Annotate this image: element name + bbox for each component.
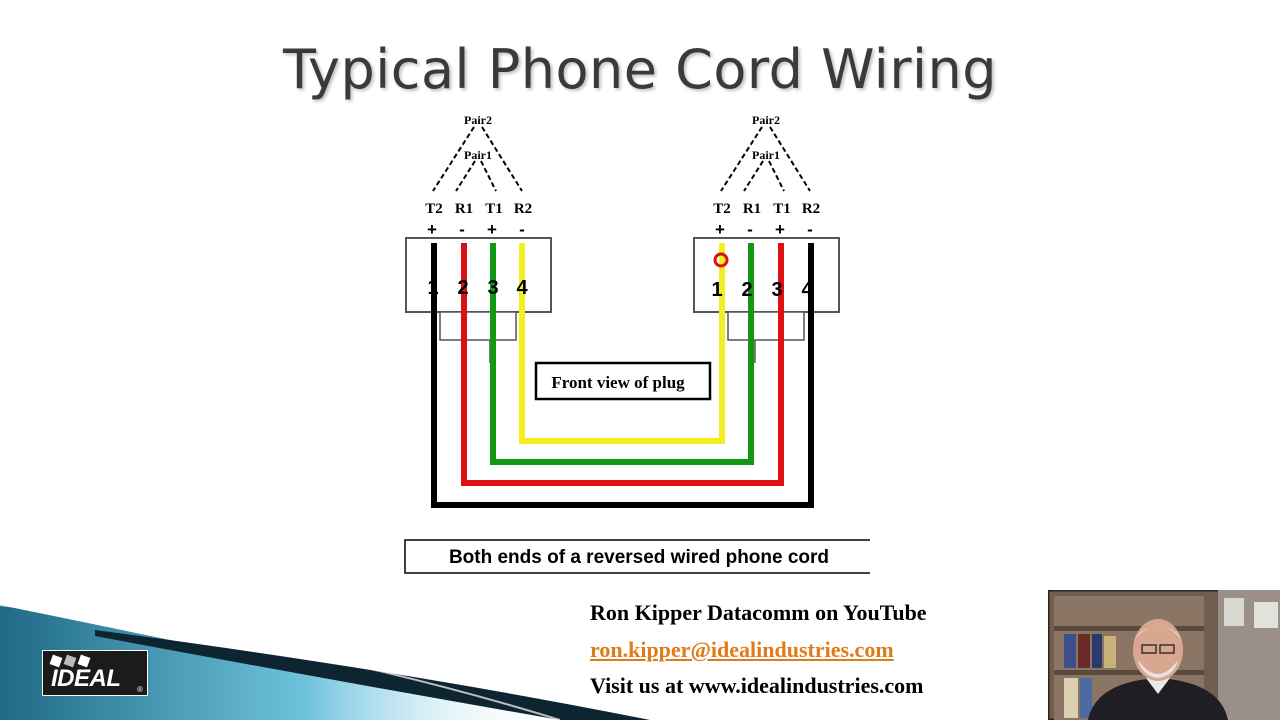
left-plug-tab (439, 311, 517, 341)
left-tree-line (432, 126, 475, 192)
right-tree-line (768, 160, 785, 192)
right-polarity: - (807, 220, 813, 239)
right-tree-line (769, 126, 811, 192)
right-pin-name: T2 (713, 201, 731, 217)
left-pin-number: 3 (487, 277, 498, 299)
left-polarity: - (519, 220, 525, 239)
left-pin-name: R2 (514, 201, 532, 217)
left-pin-name: R1 (455, 201, 473, 217)
left-pair1-label: Pair1 (464, 148, 492, 162)
left-tree-line (481, 126, 523, 192)
left-pin-name: T2 (425, 201, 443, 217)
left-pin-number: 2 (457, 277, 468, 299)
left-pair2-label: Pair2 (464, 113, 492, 127)
right-polarity: + (715, 220, 725, 239)
wire-black (431, 243, 814, 508)
left-pin-number: 1 (427, 277, 438, 299)
right-pin-name: R1 (743, 201, 761, 217)
right-polarity: + (775, 220, 785, 239)
right-tree-line (720, 126, 763, 192)
right-pin-number: 2 (741, 279, 752, 301)
swoosh-dark-stripe (95, 630, 650, 720)
diagram-caption: Both ends of a reversed wired phone cord (449, 547, 829, 568)
swoosh-highlight (0, 604, 561, 720)
logo-registered-mark: ® (137, 685, 143, 694)
right-plug-body (693, 237, 840, 313)
right-tree-line (743, 160, 764, 192)
right-pin-number: 3 (771, 279, 782, 301)
left-polarity: + (487, 220, 497, 239)
diagram-background (400, 105, 870, 580)
front-view-label: Front view of plug (551, 373, 685, 392)
presenter-webcam-inset (1048, 590, 1280, 720)
left-polarity: + (427, 220, 437, 239)
left-tree-line (455, 160, 476, 192)
logo-text: IDEAL (51, 665, 121, 692)
left-pin-number: 4 (516, 277, 528, 299)
wiring-diagram: Pair2 Pair1 Pair2 Pair1 T2 R1 T1 R2 T2 R… (400, 105, 870, 580)
left-polarity: - (459, 220, 465, 239)
right-pin-name: T1 (773, 201, 791, 217)
right-plug-tab (727, 311, 805, 341)
right-pin-number: 1 (711, 279, 722, 301)
right-polarity: - (747, 220, 753, 239)
left-tree-line (480, 160, 497, 192)
right-pin-name: R2 (802, 201, 820, 217)
wire-green (490, 243, 754, 465)
wire-red (461, 243, 784, 486)
ideal-logo[interactable]: IDEAL (42, 650, 148, 696)
youtube-channel-text: Ron Kipper Datacomm on YouTube (590, 600, 927, 625)
front-view-label-box (534, 361, 712, 401)
slide-title: Typical Phone Cord Wiring (282, 38, 998, 101)
presenter-body (1088, 678, 1228, 720)
caption-box (404, 539, 870, 574)
right-pair-tree (720, 126, 811, 192)
right-pin-number: 4 (801, 279, 813, 301)
left-pin-name: T1 (485, 201, 503, 217)
left-pair-tree (432, 126, 523, 192)
pointer-marker-icon (713, 252, 729, 268)
left-plug-body (405, 237, 552, 313)
logo-mark-icon (49, 654, 91, 668)
right-pair1-label: Pair1 (752, 148, 780, 162)
wire-yellow (519, 243, 725, 444)
presenter-face (1133, 619, 1183, 681)
email-link[interactable]: ron.kipper@idealindustries.com (590, 637, 894, 662)
right-pair2-label: Pair2 (752, 113, 780, 127)
website-text: Visit us at www.idealindustries.com (590, 673, 924, 698)
